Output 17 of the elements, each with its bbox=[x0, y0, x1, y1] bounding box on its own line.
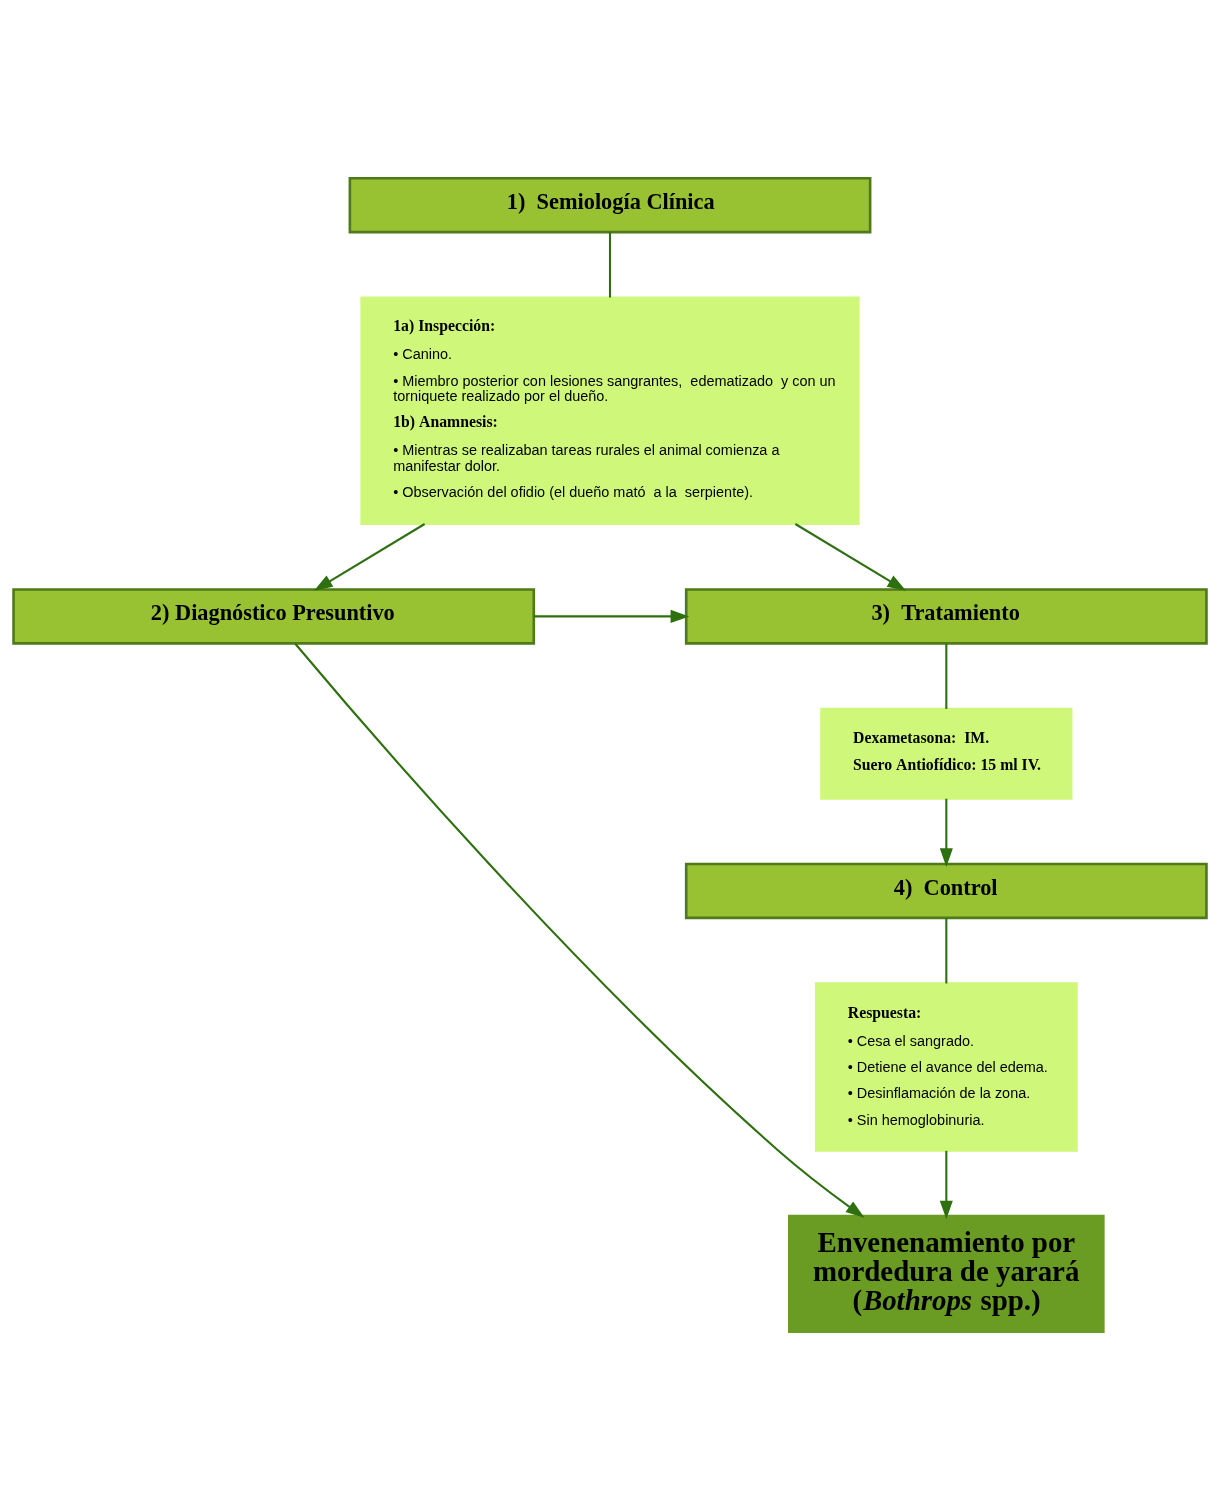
connector bbox=[945, 643, 948, 709]
node-box: 2) Diagnóstico Presuntivo bbox=[12, 588, 536, 645]
node-box: 1a) Inspección: • Canino. • Miembro posterior con lesiones sangrantes, edematizado y con un torniquete realizado por el dueño. 1b) Anamnesis: • Mientras se realizaban tareas rurales el animal comienza a manifestar dolor. • Observación del ofidio (el dueño mató a la serpiente). bbox=[360, 296, 860, 526]
node-box: Dexametasona: IM. Suero Antiofídico: 15 ml IV. bbox=[820, 707, 1073, 800]
node-box: Respuesta: • Cesa el sangrado. • Detiene el avance del edema. • Desinflamación de la zona. • Sin hemoglobinuria. bbox=[814, 982, 1078, 1152]
arrow bbox=[794, 523, 907, 591]
node-box: 3) Tratamiento bbox=[684, 588, 1208, 645]
connector bbox=[608, 232, 612, 298]
arrow bbox=[533, 609, 690, 623]
connector bbox=[945, 918, 948, 984]
arrow bbox=[939, 798, 953, 867]
node-box: 4) Control bbox=[684, 862, 1208, 920]
arrow bbox=[294, 643, 865, 1218]
node-box: Envenenamiento por mordedura de yarará (Bothrops spp.) bbox=[788, 1214, 1105, 1334]
arrow bbox=[939, 1150, 953, 1220]
arrow bbox=[313, 523, 426, 591]
node-box: 1) Semiología Clínica bbox=[348, 176, 872, 234]
